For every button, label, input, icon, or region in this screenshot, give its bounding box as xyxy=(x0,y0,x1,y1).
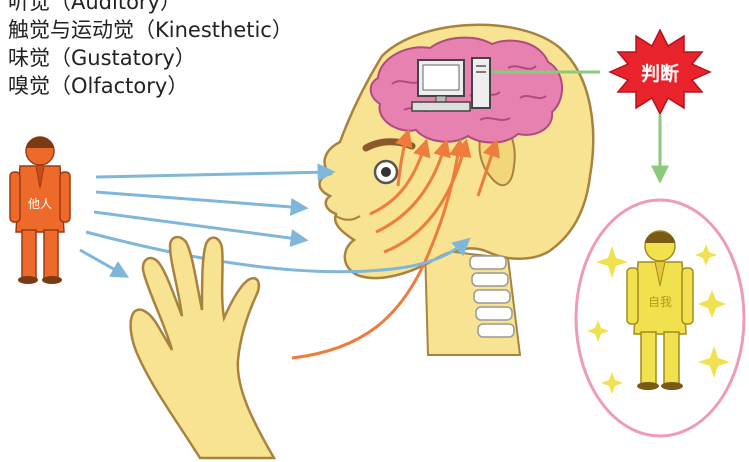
legend-kinesthetic: 触觉与运动觉（Kinesthetic） xyxy=(8,16,293,44)
brain xyxy=(371,38,562,143)
legend-auditory: 听觉（Auditory） xyxy=(8,0,293,16)
hand-illustration xyxy=(131,237,274,458)
sense-legend: 听觉（Auditory） 触觉与运动觉（Kinesthetic） 味觉（Gust… xyxy=(8,0,293,100)
self-person-group: 自我 xyxy=(576,200,744,436)
computer-icon xyxy=(412,58,490,111)
legend-olfactory: 嗅觉（Olfactory） xyxy=(8,72,293,100)
self-person-label: 自我 xyxy=(648,295,672,309)
judgement-label: 判断 xyxy=(641,62,679,85)
other-person-label: 他人 xyxy=(28,197,52,211)
other-person-figure: 他人 xyxy=(10,137,70,284)
legend-gustatory: 味觉（Gustatory） xyxy=(8,44,293,72)
